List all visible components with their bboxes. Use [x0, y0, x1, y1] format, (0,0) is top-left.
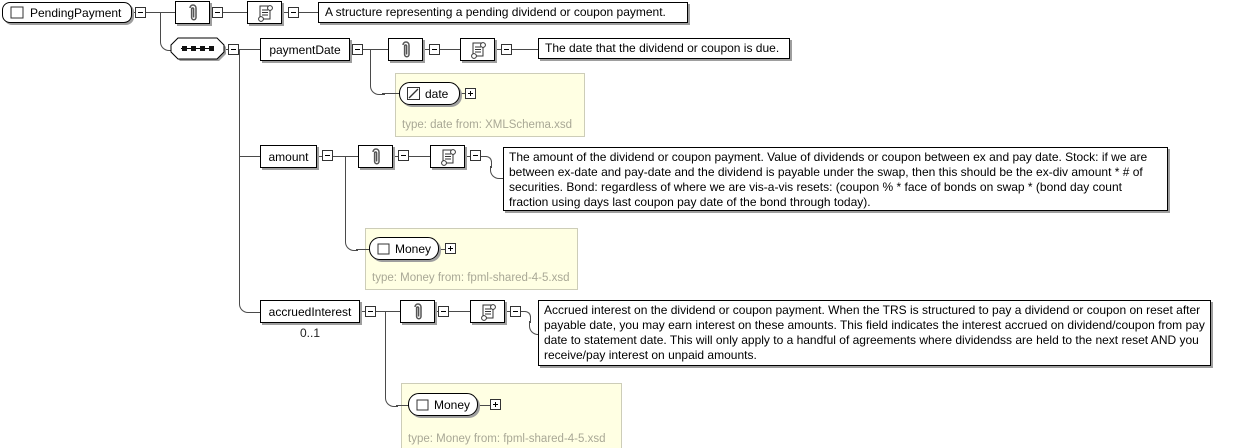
- collapse-toggle[interactable]: [470, 150, 481, 161]
- type-label: date: [425, 86, 449, 101]
- connector-line: [385, 311, 398, 407]
- connector-line: [382, 93, 399, 94]
- connector-line: [356, 249, 369, 250]
- attributes-button[interactable]: [400, 300, 435, 323]
- element-box-paymentdate[interactable]: paymentDate: [260, 38, 350, 61]
- type-panel-date: type: date from: XMLSchema.xsd: [395, 73, 585, 137]
- expand-toggle[interactable]: [465, 88, 476, 99]
- connector-line: [438, 249, 446, 250]
- collapse-toggle[interactable]: [501, 44, 512, 55]
- connector-line: [132, 12, 318, 13]
- sequence-compositor-icon[interactable]: [169, 36, 229, 63]
- collapse-toggle[interactable]: [212, 7, 223, 18]
- type-note: type: Money from: fpml-shared-4-5.xsd: [372, 272, 570, 284]
- connector-line: [481, 156, 492, 168]
- root-element-box[interactable]: PendingPayment: [2, 2, 132, 23]
- scroll-icon: [479, 302, 497, 322]
- type-label: Money: [395, 241, 432, 256]
- expand-toggle[interactable]: [445, 243, 456, 254]
- annotation-button[interactable]: [470, 300, 505, 323]
- connector-line: [345, 156, 358, 251]
- connector-line: [478, 405, 491, 406]
- collapse-toggle[interactable]: [352, 44, 363, 55]
- collapse-toggle[interactable]: [322, 150, 333, 161]
- paperclip-icon: [399, 39, 413, 60]
- annotation-button[interactable]: [460, 38, 495, 61]
- element-label: accruedInterest: [268, 304, 352, 319]
- connector-line: [459, 93, 466, 94]
- root-element-label: PendingPayment: [30, 5, 122, 20]
- attributes-button[interactable]: [388, 38, 423, 61]
- element-box-accruedinterest[interactable]: accruedInterest: [260, 300, 360, 323]
- type-box-date[interactable]: date: [399, 82, 460, 105]
- collapse-toggle[interactable]: [510, 306, 521, 317]
- documentation-box-root[interactable]: A structure representing a pending divid…: [318, 2, 688, 23]
- annotation-button[interactable]: [247, 1, 282, 24]
- connector-line: [370, 49, 385, 95]
- documentation-box-amount[interactable]: The amount of the dividend or coupon pay…: [503, 147, 1168, 211]
- attributes-button[interactable]: [175, 1, 210, 24]
- documentation-box-paymentdate[interactable]: The date that the dividend or coupon is …: [538, 38, 790, 59]
- collapse-toggle[interactable]: [288, 7, 299, 18]
- paperclip-icon: [369, 146, 383, 167]
- paperclip-icon: [186, 2, 200, 23]
- element-label: paymentDate: [269, 42, 341, 57]
- cardinality-label: 0..1: [299, 326, 320, 340]
- type-note: type: Money from: fpml-shared-4-5.xsd: [408, 433, 606, 445]
- type-box-money-amount[interactable]: Money: [369, 237, 439, 260]
- attributes-button[interactable]: [358, 145, 393, 168]
- paperclip-icon: [411, 301, 425, 322]
- collapse-toggle[interactable]: [365, 306, 376, 317]
- element-label: amount: [268, 149, 309, 164]
- collapse-toggle[interactable]: [135, 7, 146, 18]
- annotation-button[interactable]: [430, 145, 465, 168]
- connector-line: [521, 311, 531, 323]
- connector-line: [529, 321, 540, 335]
- type-box-money-accrued[interactable]: Money: [408, 393, 478, 416]
- type-note: type: date from: XMLSchema.xsd: [402, 119, 573, 131]
- collapse-toggle[interactable]: [228, 44, 239, 55]
- collapse-toggle[interactable]: [438, 306, 449, 317]
- scroll-icon: [439, 147, 457, 167]
- element-box-amount[interactable]: amount: [260, 145, 317, 168]
- expand-toggle[interactable]: [490, 399, 501, 410]
- connector-line: [160, 12, 173, 51]
- connector-line: [396, 405, 410, 406]
- complex-type-icon: [416, 399, 429, 411]
- connector-line: [239, 49, 262, 313]
- collapse-toggle[interactable]: [398, 150, 409, 161]
- complex-type-icon: [377, 243, 390, 255]
- collapse-toggle[interactable]: [429, 44, 440, 55]
- connector-line: [239, 156, 261, 157]
- type-label: Money: [434, 397, 471, 412]
- element-icon: [10, 6, 24, 19]
- scroll-icon: [256, 3, 274, 23]
- connector-line: [490, 166, 505, 179]
- scroll-icon: [469, 40, 487, 60]
- simple-type-icon: [407, 87, 420, 100]
- documentation-box-accruedinterest[interactable]: Accrued interest on the dividend or coup…: [538, 300, 1211, 366]
